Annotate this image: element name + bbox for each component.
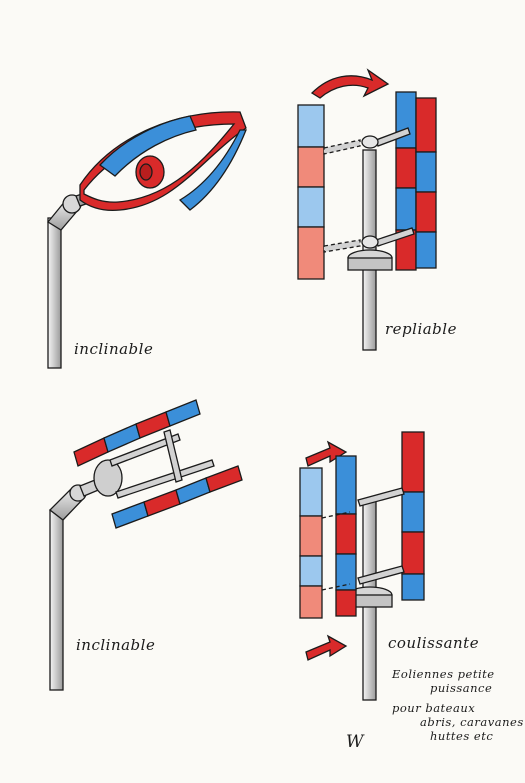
arm xyxy=(357,487,405,507)
blade-red-blue xyxy=(415,97,437,269)
slide-arrow-down xyxy=(305,634,348,661)
label-coulissante: coulissante xyxy=(388,634,480,652)
frame-bar xyxy=(109,433,181,467)
pole xyxy=(47,217,62,369)
rotor-hub-center xyxy=(139,163,153,181)
label-repliable: repliable xyxy=(385,320,457,338)
arm xyxy=(323,239,361,253)
pivot xyxy=(361,235,379,249)
folded-blade xyxy=(297,104,325,280)
slide-guide xyxy=(321,583,351,591)
pole xyxy=(49,509,64,691)
turbine-vertical-coulissante xyxy=(299,431,425,701)
note-line-3: pour bateaux xyxy=(392,701,476,715)
frame-strut xyxy=(163,429,183,483)
turbine-horizontal-inclinable xyxy=(49,399,243,691)
note-line-4: abris, caravanes xyxy=(420,715,524,729)
ghost-blade xyxy=(299,467,323,619)
blade-blue-red xyxy=(395,91,417,271)
rotate-arrow xyxy=(310,68,390,99)
note-line-2: puissance xyxy=(430,681,493,695)
loop-blade-blue-segment xyxy=(178,129,247,211)
pivot xyxy=(361,135,379,149)
signature: W xyxy=(346,732,364,752)
slide-guide xyxy=(321,511,351,519)
arm xyxy=(323,139,361,155)
turbine-vertical-repliable xyxy=(297,68,437,351)
note-line-1: Eoliennes petite xyxy=(392,667,495,681)
loop-blade-blue-segment xyxy=(99,115,197,177)
blade-bottom xyxy=(111,465,243,529)
base-collar-body xyxy=(347,257,393,271)
blade-right xyxy=(401,431,425,601)
label-inclinable-bottom: inclinable xyxy=(76,636,156,654)
blade-top xyxy=(73,399,201,467)
label-inclinable-top: inclinable xyxy=(74,340,154,358)
blade-front xyxy=(335,455,357,617)
note-line-5: huttes etc xyxy=(430,729,494,743)
turbine-loop-inclinable xyxy=(47,111,247,369)
arm xyxy=(357,565,405,585)
rotor-hub xyxy=(93,459,123,497)
